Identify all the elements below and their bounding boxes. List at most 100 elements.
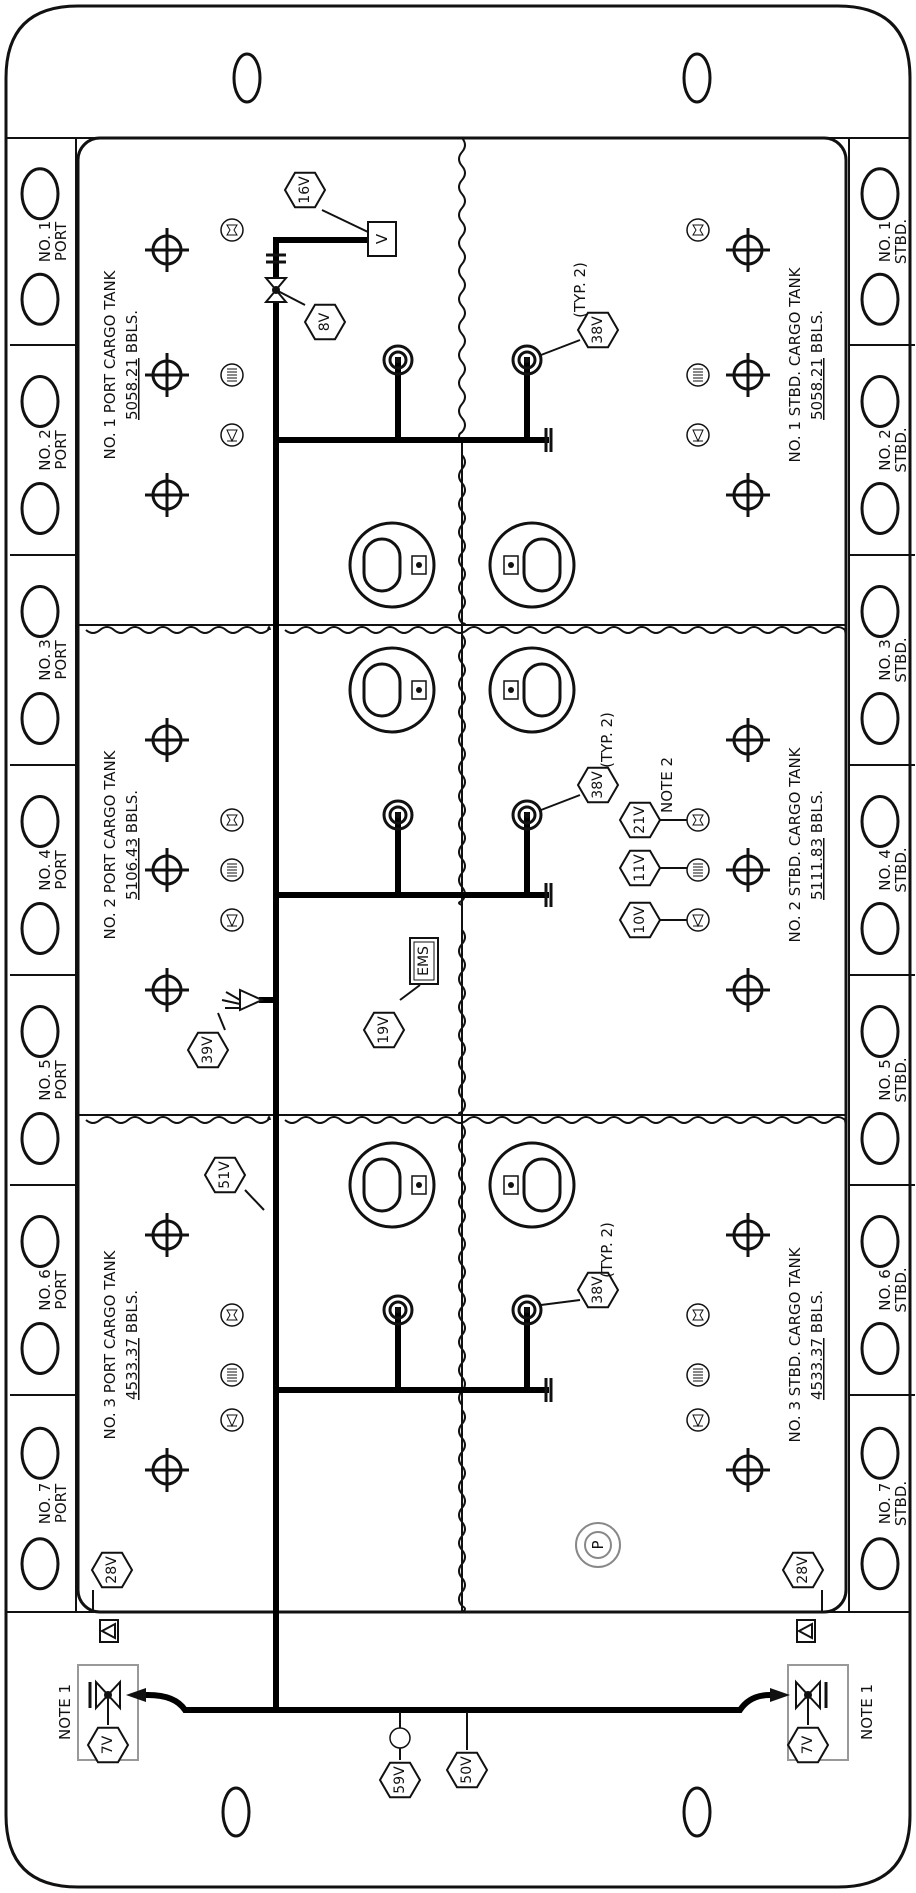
stbd-hatch-2: NO. 2STBD. <box>850 344 915 535</box>
stbd-hatch-oval <box>860 1537 900 1591</box>
stbd-hatch-label: NO. 3STBD. <box>876 637 910 682</box>
port-hatch-label: NO. 2PORT <box>36 429 70 471</box>
drop-line-fitting <box>382 799 414 831</box>
port-hatch-label: NO. 6PORT <box>36 1269 70 1311</box>
valve-tag-19v: 19V <box>362 1011 406 1049</box>
port-hatch-oval <box>20 167 60 221</box>
drop-line-fitting <box>382 344 414 376</box>
valve-tag-39v: 39V <box>186 1031 230 1069</box>
typ2-label-3: (TYP. 2) <box>598 1222 616 1278</box>
stbd-hatch-oval <box>860 375 900 428</box>
tank-hatch-target <box>145 228 189 272</box>
port3-tank-name: NO. 3 PORT CARGO TANK <box>101 1249 119 1439</box>
port-hatch-oval <box>20 1426 60 1480</box>
stbd-hatch-7: NO. 7STBD. <box>850 1394 915 1591</box>
tank-hatch-target <box>726 228 770 272</box>
stbd-hatch-oval <box>860 167 900 221</box>
vent-label: V <box>373 233 391 244</box>
svg-text:38V: 38V <box>590 316 606 344</box>
valve-tag-7v: 7V <box>786 1726 830 1764</box>
tank-gauge-bell <box>686 808 710 832</box>
valve-tag-28v: 28V <box>781 1551 825 1589</box>
port-hatch-oval <box>20 902 60 955</box>
pv-valve-flame-screen <box>221 991 241 1009</box>
ems-box-inner <box>413 941 435 981</box>
note1-label-right: NOTE 1 <box>858 1684 876 1740</box>
valve-tag-38v: 38V <box>576 311 620 349</box>
pipe-end-cap-1 <box>544 428 553 452</box>
valve-tag-59v: 59V <box>378 1761 422 1799</box>
leader-16v <box>321 209 369 233</box>
stbd-hatch-4: NO. 4STBD. <box>850 764 915 955</box>
leader-8v <box>275 289 306 306</box>
port-hatch-1: NO. 1PORT <box>20 167 70 326</box>
p-marker-inner <box>584 1531 612 1559</box>
note1-label-left: NOTE 1 <box>56 1684 74 1740</box>
svg-text:11V: 11V <box>632 854 648 882</box>
deck-oval-top-right <box>682 52 712 104</box>
port1-tank-volume: 5058.21 BBLS. <box>123 310 141 420</box>
valve-tag-21v: 21V <box>618 801 662 839</box>
tank-gauge-bell <box>686 1303 710 1327</box>
flange-symbol <box>266 253 286 264</box>
tank-hatch-target <box>145 1213 189 1257</box>
tank-gauge-bell <box>220 218 244 242</box>
tank-hatch-target <box>145 968 189 1012</box>
tank-gauge-bell <box>220 808 244 832</box>
port-hatch-oval <box>20 1112 60 1165</box>
tank-gauge-bars <box>686 363 710 387</box>
tank-hatch-target <box>145 473 189 517</box>
stbd-hatch-label: NO. 5STBD. <box>876 1057 910 1102</box>
valve-tag-11v: 11V <box>618 849 662 887</box>
wave-segment-f <box>458 1124 466 1613</box>
port-hatch-label: NO. 7PORT <box>36 1483 70 1525</box>
port-hatch-oval <box>20 692 60 745</box>
typ2-label-1: (TYP. 2) <box>571 262 589 318</box>
tank-hatch-target <box>726 1213 770 1257</box>
tank-hatch-target <box>726 848 770 892</box>
tank-hatch-target <box>145 718 189 762</box>
tank-gauge-cone <box>686 1408 710 1432</box>
stbd-hatch-oval <box>860 1426 900 1480</box>
drop-line-fitting <box>511 799 543 831</box>
manifold-check-right <box>770 1688 790 1702</box>
tank-gauge-cone <box>220 423 244 447</box>
tank-gauge-cone <box>220 908 244 932</box>
port-hatch-oval <box>20 1322 60 1375</box>
p-marker-outer <box>575 1522 621 1568</box>
stbd-hatch-oval <box>860 1322 900 1375</box>
tank-gauge-bars <box>686 1363 710 1387</box>
svg-text:7V: 7V <box>100 1735 116 1754</box>
port-hatch-oval <box>20 272 60 326</box>
port-hatch-label: NO. 5PORT <box>36 1059 70 1101</box>
tank-hatch-target <box>145 1448 189 1492</box>
tank-hatch-target <box>145 353 189 397</box>
gauge-59v <box>389 1727 411 1749</box>
stbd2-tank-volume: 5111.83 BBLS. <box>808 790 826 900</box>
svg-text:7V: 7V <box>800 1735 816 1754</box>
tank-gauge-bell <box>686 218 710 242</box>
valve-tag-38v: 38V <box>576 1271 620 1309</box>
manifold-check-left <box>126 1688 146 1702</box>
port-hatch-label: NO. 1PORT <box>36 221 70 263</box>
manifold-valve-left-stem <box>104 1691 112 1699</box>
svg-text:19V: 19V <box>376 1016 392 1044</box>
port-hatch-4: NO. 4PORT <box>10 764 75 955</box>
svg-text:51V: 51V <box>217 1161 233 1189</box>
stbd-hatch-label: NO. 2STBD. <box>876 427 910 472</box>
stbd3-tank-volume: 4533.37 BBLS. <box>808 1290 826 1400</box>
svg-text:59V: 59V <box>392 1766 408 1794</box>
cargo-hatch-cover <box>348 521 436 609</box>
port-hatch-oval <box>20 1537 60 1591</box>
stbd-hatch-oval <box>860 902 900 955</box>
svg-text:38V: 38V <box>590 771 606 799</box>
pv-valve-symbol <box>239 988 265 1012</box>
valve-tag-38v: 38V <box>576 766 620 804</box>
svg-text:28V: 28V <box>795 1556 811 1584</box>
leader-51v <box>244 1189 265 1211</box>
svg-text:8V: 8V <box>317 312 333 331</box>
wave-segment-b <box>85 1116 847 1124</box>
